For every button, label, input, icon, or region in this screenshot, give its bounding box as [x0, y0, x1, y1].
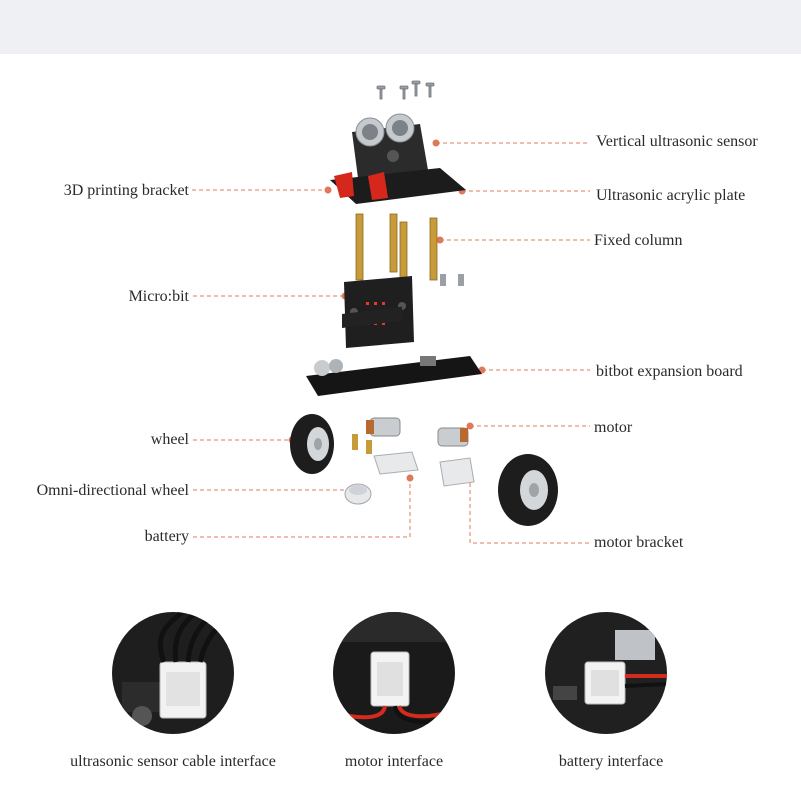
label-fixed-column: Fixed column — [594, 232, 683, 249]
motor-brackets — [373, 451, 475, 487]
dot-motor — [466, 422, 474, 430]
label-wheel: wheel — [150, 431, 189, 448]
label-omni-directional-wheel: Omni-directional wheel — [36, 482, 189, 499]
label-battery: battery — [144, 528, 189, 545]
acrylic-plate — [330, 168, 466, 204]
motors — [366, 417, 469, 447]
label-vertical-ultrasonic-sensor: Vertical ultrasonic sensor — [596, 133, 758, 150]
top-banner — [0, 0, 801, 54]
caption-ultrasonic-sensor-cable-interface: ultrasonic sensor cable interface — [70, 753, 276, 770]
battery-connector-icon — [545, 612, 667, 734]
expansion-board — [306, 306, 482, 396]
label-bitbot-expansion-board: bitbot expansion board — [596, 363, 743, 380]
small-screws — [440, 274, 464, 286]
label-microbit: Micro:bit — [128, 288, 189, 305]
label-ultrasonic-acrylic-plate: Ultrasonic acrylic plate — [596, 187, 746, 204]
leader-lines — [192, 142, 590, 544]
dot-fixed-column — [436, 236, 444, 244]
motor-connector-icon — [333, 612, 455, 734]
ultrasonic-cable-connector-icon — [112, 612, 234, 734]
ultrasonic-sensor-module — [352, 113, 428, 178]
caption-motor-interface: motor interface — [344, 753, 444, 770]
right-wheel — [498, 454, 558, 526]
battery-interface-detail — [545, 612, 667, 734]
brass-columns — [355, 213, 438, 285]
small-brass-columns — [352, 434, 372, 454]
left-wheel — [290, 414, 334, 474]
leader-line-battery — [193, 478, 411, 538]
motor-interface-detail — [333, 612, 455, 734]
label-3d-printing-bracket: 3D printing bracket — [63, 182, 189, 199]
leader-line-motor-bracket — [469, 476, 590, 544]
caption-battery-interface: battery interface — [558, 753, 664, 770]
label-motor: motor — [594, 419, 633, 436]
omni-wheel — [344, 483, 372, 505]
label-motor-bracket: motor bracket — [594, 534, 684, 551]
dot-battery — [406, 474, 414, 482]
dot-vertical-sensor — [432, 139, 440, 147]
top-screws — [376, 80, 435, 100]
ultrasonic-cable-detail — [112, 612, 234, 734]
dot-printing-bracket — [324, 186, 332, 194]
